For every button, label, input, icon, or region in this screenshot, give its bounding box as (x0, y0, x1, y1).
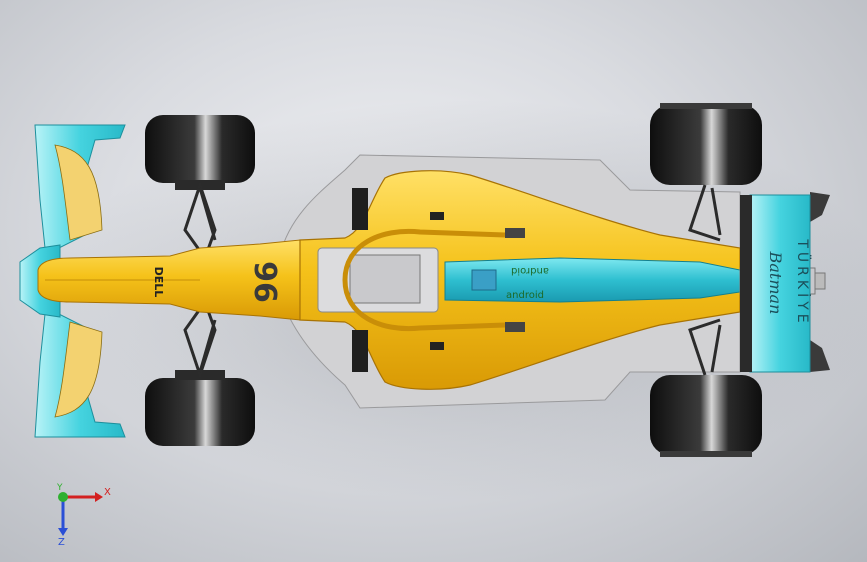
triad-z-label: Z (58, 537, 65, 548)
tire-rear-right[interactable] (650, 375, 762, 457)
triad-y-label: Y (56, 483, 63, 493)
tire-rear-left[interactable] (650, 103, 762, 185)
rear-wing-text: TÜRKİYE (794, 238, 812, 326)
car-number: 96 (247, 261, 282, 303)
coordinate-triad (58, 492, 103, 536)
rear-wing-script: Batman (766, 251, 785, 315)
rear-wing-endplate-top (810, 192, 830, 222)
tire-front-right[interactable] (145, 370, 255, 446)
rear-wing[interactable] (740, 194, 811, 373)
triad-x-label: X (104, 487, 111, 498)
airbox-text-bottom: android (506, 290, 544, 301)
halo (342, 228, 506, 332)
rear-suspension (688, 184, 722, 376)
airbox-text-top: android (511, 265, 549, 276)
tire-front-left[interactable] (145, 115, 255, 190)
rear-wing-endplate-bottom (810, 340, 830, 372)
cockpit[interactable] (317, 228, 525, 332)
nose-sponsor: DELL (152, 267, 165, 298)
